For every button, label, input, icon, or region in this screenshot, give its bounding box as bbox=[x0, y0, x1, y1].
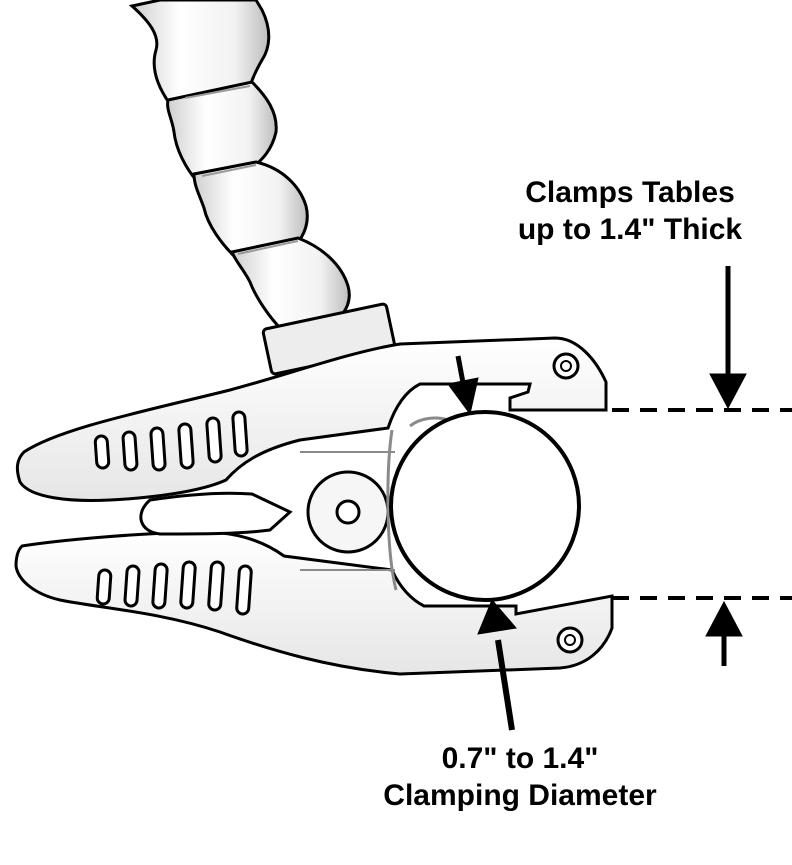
grip-slot bbox=[93, 434, 111, 470]
grip-slot bbox=[177, 422, 195, 470]
grip-slot bbox=[151, 562, 169, 610]
grip-slot bbox=[179, 560, 197, 610]
up-arrow-icon bbox=[477, 599, 517, 635]
grip-slots bbox=[93, 410, 253, 616]
down-arrow-icon bbox=[709, 373, 747, 410]
grip-slot bbox=[205, 416, 223, 464]
table-thickness-dimension bbox=[612, 266, 792, 666]
clamping-diameter-label-line1: 0.7" to 1.4" bbox=[441, 742, 599, 775]
gooseneck-arm bbox=[128, 0, 397, 376]
grip-slot bbox=[95, 568, 113, 606]
grip-slot bbox=[231, 410, 249, 458]
spring-pivot bbox=[139, 416, 449, 591]
diameter-arrows bbox=[447, 355, 517, 731]
grip-slot bbox=[235, 564, 253, 616]
table-thickness-label-line2: up to 1.4" Thick bbox=[517, 213, 743, 246]
table-thickness-label-line1: Clamps Tables bbox=[525, 176, 735, 209]
grip-slot bbox=[149, 426, 167, 472]
grip-slot bbox=[207, 560, 225, 612]
up-arrow-icon bbox=[705, 600, 743, 637]
clamping-diameter-label-line2: Clamping Diameter bbox=[383, 779, 657, 812]
grip-slot bbox=[121, 430, 139, 472]
grip-slot bbox=[123, 564, 141, 608]
down-arrow-icon bbox=[447, 377, 479, 416]
table-thickness-label: Clamps Tables up to 1.4" Thick bbox=[470, 174, 790, 248]
clamping-diameter-label: 0.7" to 1.4" Clamping Diameter bbox=[330, 740, 710, 814]
clamped-cylinder bbox=[389, 410, 581, 602]
